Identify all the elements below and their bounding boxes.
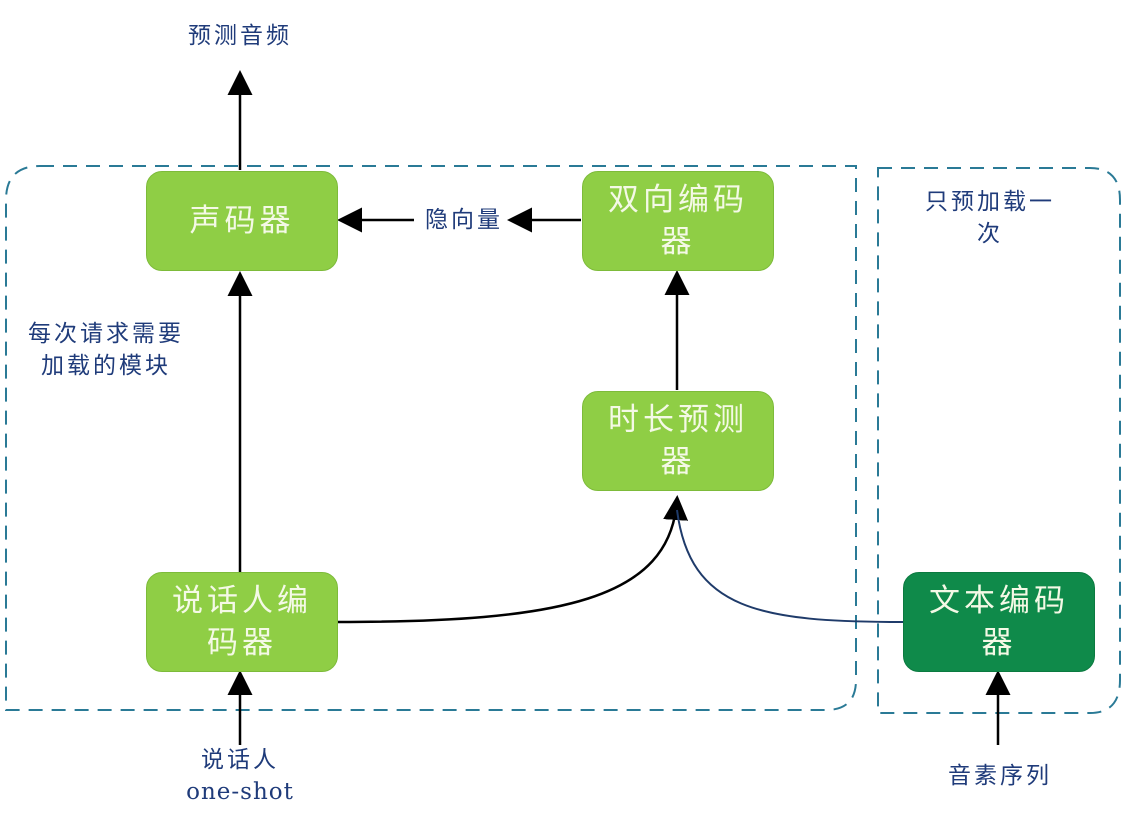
curve-speaker-to-duration (337, 495, 689, 624)
preload-group-label: 只预加载一次 (925, 189, 1055, 247)
vocoder-node[interactable]: 声码器 (146, 171, 338, 271)
per-request-group-border (5, 165, 857, 711)
curve-text-to-duration (676, 509, 904, 623)
vocoder-label: 声码器 (189, 203, 295, 239)
speaker-encoder-node[interactable]: 说话人编码器 (146, 572, 338, 672)
speaker-input-line2: one-shot (186, 779, 294, 805)
duration-predictor-label: 时长预测器 (608, 402, 748, 480)
speaker-encoder-label: 说话人编码器 (172, 583, 312, 661)
speaker-input-line1: 说话人 (201, 747, 279, 773)
preload-group-border (877, 167, 1121, 714)
output-label: 预测音频 (188, 23, 292, 49)
bidirectional-encoder-node[interactable]: 双向编码器 (582, 171, 774, 271)
latent-vector-label: 隐向量 (425, 207, 503, 233)
per-request-group-label: 每次请求需要加载的模块 (28, 321, 184, 379)
text-encoder-label: 文本编码器 (929, 583, 1069, 661)
phoneme-input-label: 音素序列 (948, 763, 1052, 789)
duration-predictor-node[interactable]: 时长预测器 (582, 391, 774, 491)
text-encoder-node[interactable]: 文本编码器 (903, 572, 1095, 672)
bidirectional-encoder-label: 双向编码器 (608, 182, 748, 260)
speaker-input-label: 说话人 one-shot (170, 744, 310, 808)
